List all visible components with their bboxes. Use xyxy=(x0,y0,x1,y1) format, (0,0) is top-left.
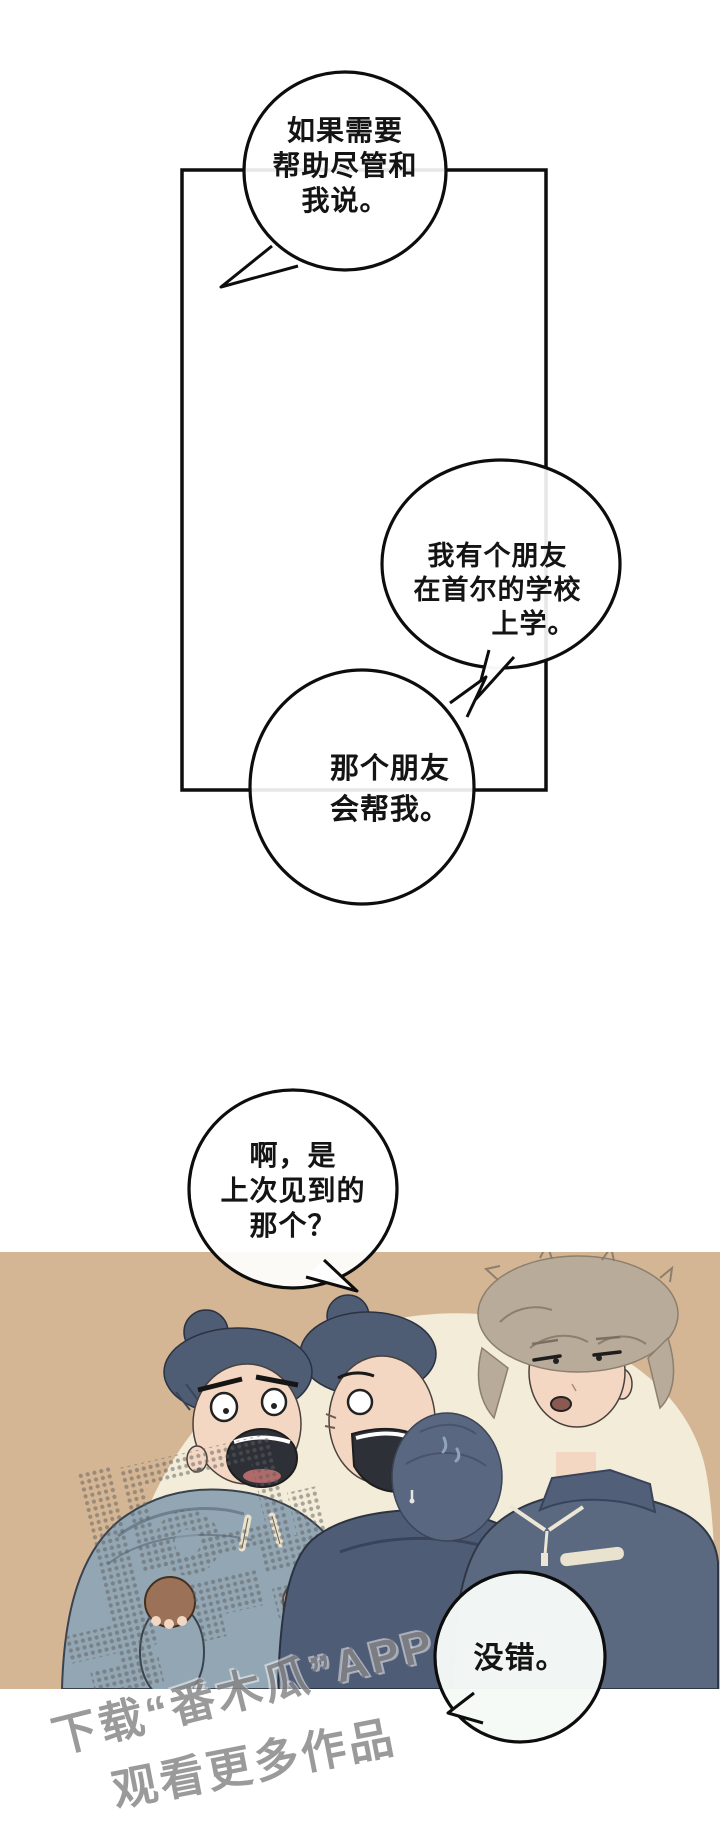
bubble-line: 帮助尽管和 xyxy=(272,150,418,181)
bubble-line: 我有个朋友 xyxy=(427,541,568,571)
speech-bubble-4-text: 啊，是 上次见到的 那个？ xyxy=(190,1138,396,1243)
bubble-line: 上次见到的 xyxy=(220,1175,366,1206)
speech-bubble-1-text: 如果需要 帮助尽管和 我说。 xyxy=(245,113,445,218)
bubble-line: 会帮我。 xyxy=(329,794,450,826)
speech-bubble-1 xyxy=(219,70,448,289)
speech-bubble-4 xyxy=(187,1088,399,1293)
speech-bubble-2 xyxy=(380,458,622,701)
bubble-line: 那个朋友 xyxy=(329,753,450,785)
bubble-line: 上学。 xyxy=(491,609,576,639)
speech-bubble-5 xyxy=(433,1570,607,1744)
bubble-line: 那个？ xyxy=(249,1210,337,1241)
bubble-line: 啊，是 xyxy=(249,1140,337,1171)
bubble-line: 没错。 xyxy=(473,1642,567,1675)
speech-bubble-3-text: 那个朋友 会帮我。 xyxy=(290,749,490,831)
bubble-line: 在首尔的学校 xyxy=(413,575,582,605)
speech-bubble-3 xyxy=(248,668,488,906)
bottom-panel xyxy=(0,1252,720,1689)
speech-bubble-2-text: 我有个朋友 在首尔的学校 上学。 xyxy=(390,539,605,641)
bubble-line: 我说。 xyxy=(301,185,389,216)
bubble-line: 如果需要 xyxy=(286,115,403,146)
speech-bubble-5-text: 没错。 xyxy=(435,1641,605,1676)
